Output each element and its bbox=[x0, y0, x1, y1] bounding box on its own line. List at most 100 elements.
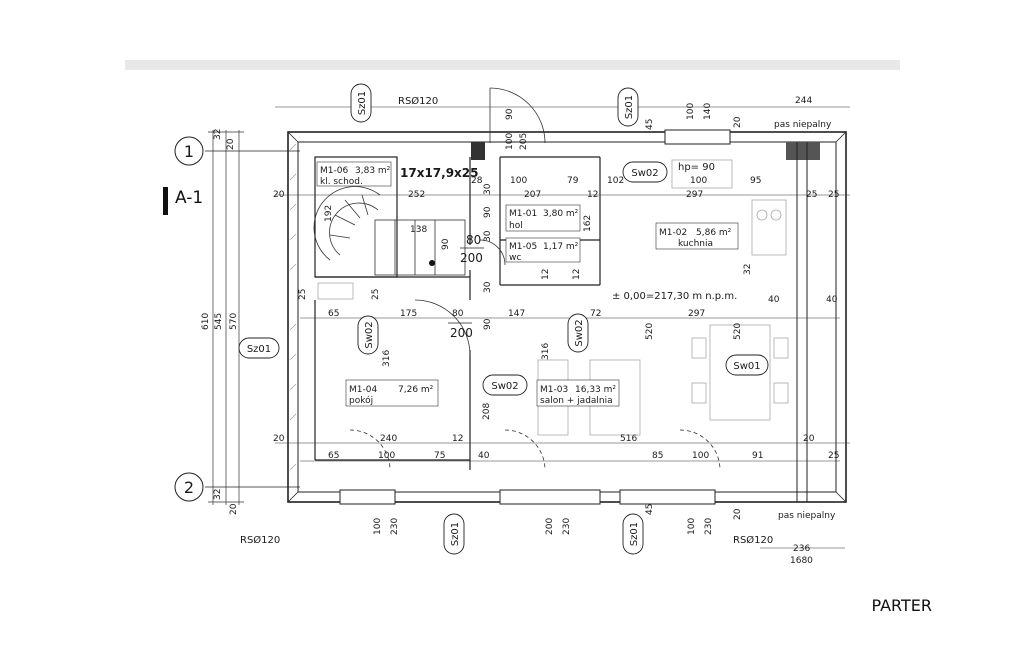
wall-tag-sw02-room: Sw02 bbox=[364, 321, 375, 348]
axis-2-label: 2 bbox=[184, 478, 194, 497]
dim-r1-252: 252 bbox=[408, 190, 425, 200]
dim-in-30a: 30 bbox=[483, 281, 493, 293]
room-labels: M1-06 3,83 m² kl. schod. M1-01 3,80 m² h… bbox=[316, 161, 739, 407]
dim-in-32: 32 bbox=[743, 264, 753, 275]
dim-r1-100b: 100 bbox=[690, 176, 707, 186]
axis-1-label: 1 bbox=[184, 142, 194, 161]
dim-r1-100: 100 bbox=[510, 176, 527, 186]
room-m1-01-area: 3,80 m² bbox=[543, 209, 579, 219]
opening-1-width: 80 bbox=[466, 233, 481, 247]
dim-br-40: 40 bbox=[478, 451, 490, 461]
dim-mid-40b: 40 bbox=[826, 295, 838, 305]
dim-r1-79: 79 bbox=[567, 176, 579, 186]
dim-in-45b: 45 bbox=[645, 504, 655, 515]
dim-r1-297: 297 bbox=[686, 190, 703, 200]
dim-in-30b: 30 bbox=[483, 230, 493, 242]
dim-br-85: 85 bbox=[652, 451, 663, 461]
level-mark: ± 0,00=217,30 m n.p.m. bbox=[612, 291, 737, 302]
note-rs-bottom-right: RSØ120 bbox=[733, 534, 773, 546]
dim-bot-100b: 100 bbox=[687, 518, 697, 535]
section-marker: A-1 bbox=[175, 188, 204, 208]
dim-in-192: 192 bbox=[324, 205, 334, 222]
top-shadow-strip bbox=[125, 60, 900, 70]
dim-in-90c: 90 bbox=[483, 206, 493, 218]
chimney-left bbox=[471, 142, 485, 160]
room-m1-05-area: 1,17 m² bbox=[543, 242, 579, 252]
dim-in-208: 208 bbox=[482, 403, 492, 420]
dim-in-316a: 316 bbox=[382, 350, 392, 367]
room-m1-06-name: kl. schod. bbox=[320, 177, 363, 187]
dim-left-20-bottom: 20 bbox=[229, 503, 239, 515]
room-m1-05-name: wc bbox=[509, 253, 521, 263]
dim-in-90b: 90 bbox=[483, 318, 493, 330]
stair-start-dot bbox=[429, 260, 435, 266]
dim-br-20b: 20 bbox=[803, 434, 815, 444]
dim-r1-20: 20 bbox=[273, 190, 285, 200]
dim-br-20: 20 bbox=[273, 434, 285, 444]
wall-tag-sw02-salon: Sw02 bbox=[574, 319, 585, 346]
room-m1-03-code: M1-03 bbox=[540, 385, 568, 395]
note-pas-bottom: pas niepalny bbox=[778, 511, 836, 521]
dim-br-65: 65 bbox=[328, 451, 339, 461]
grid-axes: 1 2 bbox=[174, 136, 300, 502]
dim-r1-28: 28 bbox=[471, 176, 483, 186]
wall-tag-labels: Sz01 Sz01 Sz01 Sz01 Sz01 Sw02 Sw02 Sw02 … bbox=[247, 91, 761, 546]
note-hp: hp= 90 bbox=[678, 162, 715, 173]
dim-br-240: 240 bbox=[380, 434, 397, 444]
room-m1-04-name: pokój bbox=[349, 395, 373, 406]
opening-1-height: 200 bbox=[460, 251, 483, 265]
dim-mid-147: 147 bbox=[508, 309, 525, 319]
dim-in-138: 138 bbox=[410, 225, 427, 235]
room-m1-01-name: hol bbox=[509, 221, 523, 231]
dim-bot-230b: 230 bbox=[562, 518, 572, 535]
dim-br-100: 100 bbox=[378, 451, 395, 461]
room-m1-02-code: M1-02 bbox=[659, 228, 687, 238]
dim-left-32-top: 32 bbox=[213, 129, 223, 140]
furniture bbox=[317, 159, 789, 436]
dim-r1-102: 102 bbox=[607, 176, 624, 186]
room-m1-05-code: M1-05 bbox=[509, 242, 537, 252]
dim-in-30c: 30 bbox=[483, 183, 493, 195]
dim-bot-236: 236 bbox=[793, 544, 810, 554]
dim-in-12b: 12 bbox=[572, 269, 582, 280]
dim-left-20-top: 20 bbox=[226, 138, 236, 150]
bottom-dimensions: 100 230 200 230 100 230 236 1680 bbox=[373, 518, 813, 566]
left-dimensions: 32 20 610 545 570 32 20 bbox=[201, 129, 239, 515]
dim-in-90a: 90 bbox=[441, 238, 451, 250]
dim-br-100b: 100 bbox=[692, 451, 709, 461]
dim-top-244: 244 bbox=[795, 96, 812, 106]
room-m1-01-code: M1-01 bbox=[509, 209, 537, 219]
dim-left-32-bottom: 32 bbox=[213, 489, 223, 500]
dim-bot-200: 200 bbox=[545, 518, 555, 535]
dim-mid-40a: 40 bbox=[768, 295, 780, 305]
dim-mid-297: 297 bbox=[688, 309, 705, 319]
section-marker-bar bbox=[163, 187, 168, 215]
staircase bbox=[313, 186, 466, 276]
dim-bot-230a: 230 bbox=[390, 518, 400, 535]
dim-top-140: 140 bbox=[703, 103, 713, 120]
dim-r1-25a: 25 bbox=[806, 190, 817, 200]
dim-in-25a: 25 bbox=[371, 289, 381, 300]
wall-tag-sz01-left: Sz01 bbox=[247, 344, 271, 355]
axis-1-bubble bbox=[174, 136, 204, 166]
dim-br-75: 75 bbox=[434, 451, 445, 461]
room-m1-06-code: M1-06 bbox=[320, 166, 348, 176]
inner-dimensions: 138 90 30 192 316 208 316 520 520 162 12… bbox=[298, 116, 753, 520]
wall-tag-sw02-kitchen: Sw02 bbox=[631, 168, 658, 179]
left-dimension-lines bbox=[208, 130, 244, 505]
dim-mid-175: 175 bbox=[400, 309, 417, 319]
dim-r1-25b: 25 bbox=[828, 190, 839, 200]
dim-r1-207: 207 bbox=[524, 190, 541, 200]
axis-2-bubble bbox=[174, 472, 204, 502]
dim-bot-1680: 1680 bbox=[790, 556, 813, 566]
wall-tag-sz01-bottom-left: Sz01 bbox=[450, 522, 461, 546]
dim-in-520b: 520 bbox=[733, 323, 743, 340]
dim-in-25b: 25 bbox=[298, 289, 308, 300]
wall-tag-sz01-bottom-right: Sz01 bbox=[629, 522, 640, 546]
wall-hatching bbox=[289, 143, 297, 471]
opening-2-height: 200 bbox=[450, 326, 473, 340]
dim-in-12a: 12 bbox=[541, 269, 551, 280]
windows bbox=[339, 129, 731, 505]
